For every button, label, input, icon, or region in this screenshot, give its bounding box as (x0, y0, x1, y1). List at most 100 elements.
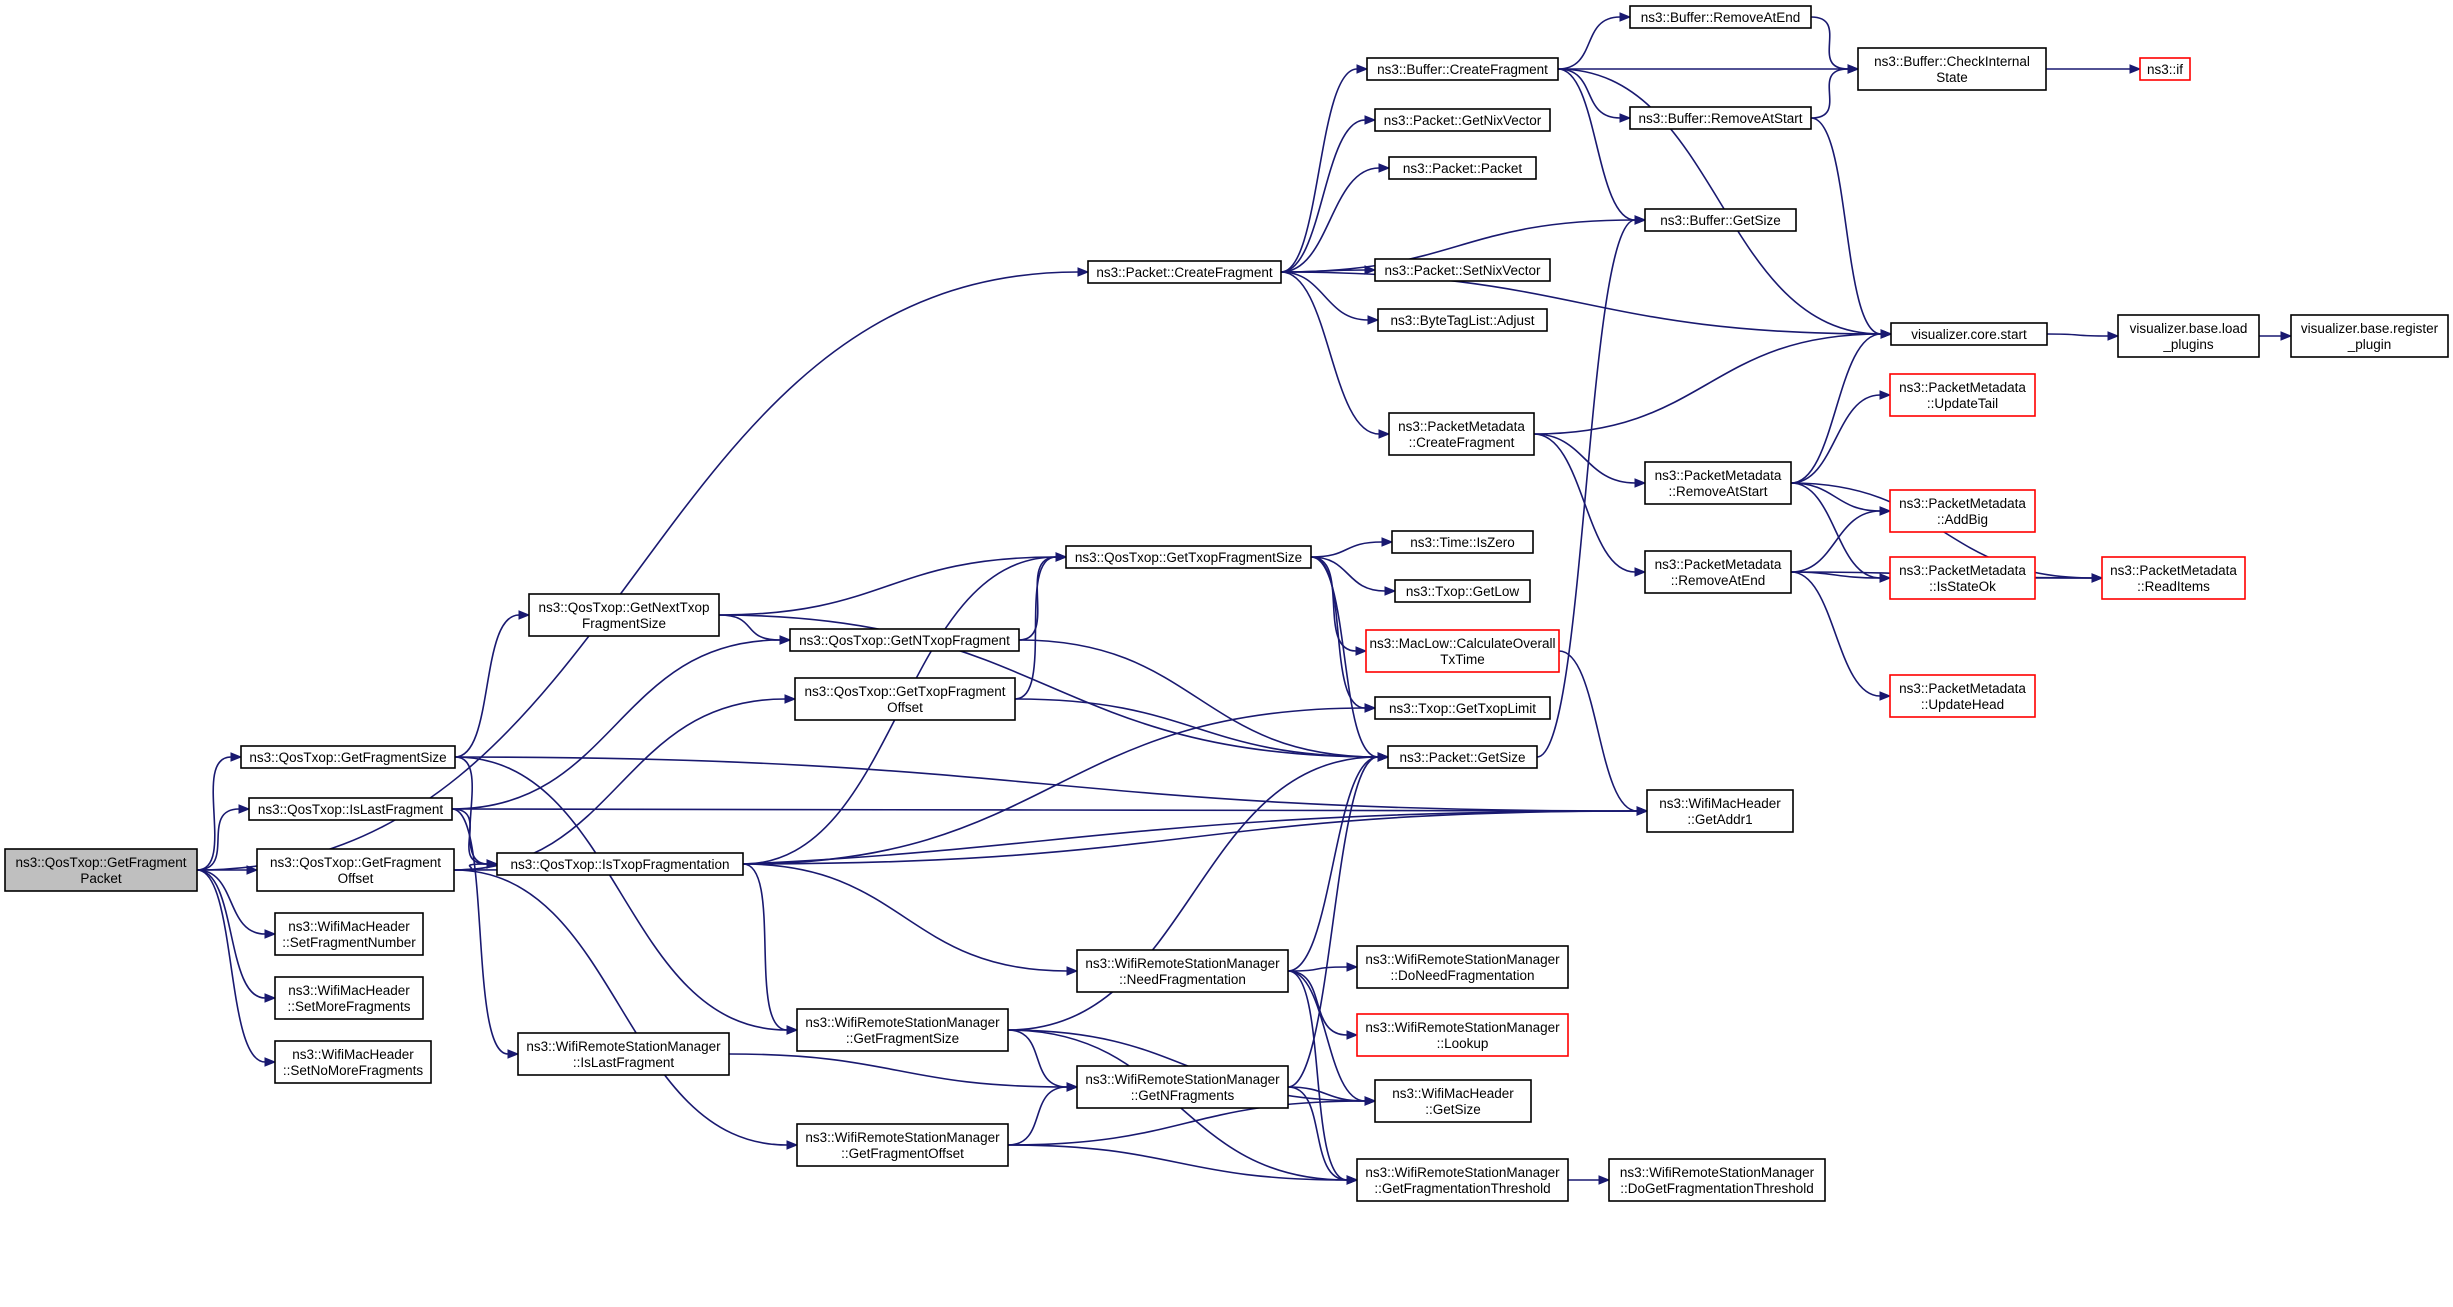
node-packetGetNixVector[interactable]: ns3::Packet::GetNixVector (1374, 108, 1551, 132)
edge-arrowhead (264, 1057, 277, 1067)
node-isTxopFragmentation[interactable]: ns3::QosTxop::IsTxopFragmentation (496, 852, 744, 876)
node-wrsmGetFragThreshold[interactable]: ns3::WifiRemoteStationManager::GetFragme… (1356, 1158, 1569, 1202)
node-bufferCreateFragment[interactable]: ns3::Buffer::CreateFragment (1366, 57, 1559, 81)
node-getTxopFragmentSize[interactable]: ns3::QosTxop::GetTxopFragmentSize (1065, 545, 1312, 569)
edge-line (1287, 966, 1348, 972)
node-wrsmGetFragmentOffset[interactable]: ns3::WifiRemoteStationManager::GetFragme… (796, 1123, 1009, 1167)
node-pmRemoveAtStart[interactable]: ns3::PacketMetadata::RemoveAtStart (1644, 461, 1792, 505)
node-label: ns3::QosTxop::IsTxopFragmentation (510, 857, 729, 872)
node-wrsmDoGetFragThreshold[interactable]: ns3::WifiRemoteStationManager::DoGetFrag… (1608, 1158, 1826, 1202)
edge-arrowhead (1066, 966, 1079, 976)
node-txopGetLow[interactable]: ns3::Txop::GetLow (1394, 579, 1531, 603)
node-label: ns3::if (2147, 62, 2183, 77)
node-setNoMoreFragments[interactable]: ns3::WifiMacHeader::SetNoMoreFragments (274, 1040, 432, 1084)
node-packetPacket[interactable]: ns3::Packet::Packet (1388, 156, 1537, 180)
node-wrsmGetNFragments[interactable]: ns3::WifiRemoteStationManager::GetNFragm… (1076, 1065, 1289, 1109)
node-setMoreFragments[interactable]: ns3::WifiMacHeader::SetMoreFragments (274, 976, 424, 1020)
node-label: ns3::Buffer::CreateFragment (1377, 62, 1548, 77)
edge-root-to-packetCreateFragment (196, 267, 1090, 871)
edge-arrowhead (1879, 691, 1892, 701)
node-isLastFragment[interactable]: ns3::QosTxop::IsLastFragment (248, 797, 453, 821)
edge-root-to-getFragmentOffset (197, 865, 259, 875)
node-box (1366, 57, 1559, 81)
edge-isTxopFragmentation-to-wrsmNeedFragmentation (742, 863, 1079, 976)
node-getFragmentSize[interactable]: ns3::QosTxop::GetFragmentSize (240, 745, 456, 769)
node-wrsmLookup[interactable]: ns3::WifiRemoteStationManager::Lookup (1356, 1013, 1569, 1057)
node-label: ns3::WifiMacHeader (288, 919, 410, 934)
node-visualizerCoreStart[interactable]: visualizer.core.start (1890, 322, 2048, 346)
node-wrsmDoNeedFragmentation[interactable]: ns3::WifiRemoteStationManager::DoNeedFra… (1356, 945, 1569, 989)
node-packetCreateFragment[interactable]: ns3::Packet::CreateFragment (1087, 260, 1282, 284)
node-wifiMacHeaderGetAddr1[interactable]: ns3::WifiMacHeader::GetAddr1 (1646, 789, 1794, 833)
edge-line (1310, 556, 1386, 592)
edge-packetCreateFragment-to-byteTagListAdjust (1280, 271, 1380, 325)
edge-line (196, 808, 240, 871)
node-label: ns3::Txop::GetTxopLimit (1389, 701, 1536, 716)
edge-arrowhead (1879, 573, 1892, 583)
node-timeIsZero[interactable]: ns3::Time::IsZero (1391, 530, 1534, 554)
node-label: ns3::Packet::CreateFragment (1096, 265, 1273, 280)
node-box (274, 912, 424, 956)
edge-line (1790, 510, 1881, 573)
edge-line (1280, 167, 1380, 273)
edge-arrowhead (2091, 573, 2104, 583)
node-box (1377, 308, 1548, 332)
node-pmUpdateHead[interactable]: ns3::PacketMetadata::UpdateHead (1889, 674, 2036, 718)
node-wifiMacHeaderGetSize[interactable]: ns3::WifiMacHeader::GetSize (1374, 1079, 1532, 1123)
node-label: ns3::Packet::GetNixVector (1384, 113, 1542, 128)
edge-arrowhead (1598, 1175, 1611, 1185)
node-pmReadItems[interactable]: ns3::PacketMetadata::ReadItems (2101, 556, 2246, 600)
node-bufferRemoveAtEnd[interactable]: ns3::Buffer::RemoveAtEnd (1629, 5, 1812, 29)
edge-root-to-getFragmentSize (196, 752, 243, 871)
node-box (1608, 1158, 1826, 1202)
node-ns3if[interactable]: ns3::if (2139, 57, 2191, 81)
node-box (496, 852, 744, 876)
node-wrsmGetFragmentSize[interactable]: ns3::WifiRemoteStationManager::GetFragme… (796, 1008, 1009, 1052)
node-box (1629, 5, 1812, 29)
node-label: ns3::QosTxop::IsLastFragment (258, 802, 444, 817)
node-label: ::GetAddr1 (1687, 812, 1752, 827)
node-label: ns3::Buffer::CheckInternal (1874, 54, 2030, 69)
edge-getTxopFragmentOffset-to-getTxopFragmentSize (1014, 552, 1068, 700)
node-box (1890, 322, 2048, 346)
edge-line (196, 869, 266, 999)
node-pmCreateFragment[interactable]: ns3::PacketMetadata::CreateFragment (1388, 412, 1535, 456)
edge-arrowhead (1880, 329, 1893, 339)
node-setFragmentNumber[interactable]: ns3::WifiMacHeader::SetFragmentNumber (274, 912, 424, 956)
node-wrsmIsLastFragment[interactable]: ns3::WifiRemoteStationManager::IsLastFra… (517, 1032, 730, 1076)
edge-bufferCreateFragment-to-bufferRemoveAtEnd (1557, 12, 1632, 70)
node-byteTagListAdjust[interactable]: ns3::ByteTagList::Adjust (1377, 308, 1548, 332)
node-box (1889, 373, 2036, 417)
node-box (1076, 949, 1289, 993)
node-wrsmNeedFragmentation[interactable]: ns3::WifiRemoteStationManager::NeedFragm… (1076, 949, 1289, 993)
node-pmRemoveAtEnd[interactable]: ns3::PacketMetadata::RemoveAtEnd (1644, 550, 1792, 594)
node-getFragmentOffset[interactable]: ns3::QosTxop::GetFragmentOffset (256, 848, 455, 892)
edge-arrowhead (1847, 64, 1860, 74)
edge-line (1557, 68, 1621, 119)
node-packetSetNixVector[interactable]: ns3::Packet::SetNixVector (1374, 258, 1551, 282)
node-box (1365, 629, 1560, 673)
node-label: ns3::MacLow::CalculateOverall (1369, 636, 1555, 651)
node-packetGetSize[interactable]: ns3::Packet::GetSize (1387, 745, 1538, 769)
node-label: ::GetFragmentationThreshold (1374, 1181, 1550, 1196)
node-bufferGetSize[interactable]: ns3::Buffer::GetSize (1644, 208, 1797, 232)
node-pmUpdateTail[interactable]: ns3::PacketMetadata::UpdateTail (1889, 373, 2036, 417)
node-bufferRemoveAtStart[interactable]: ns3::Buffer::RemoveAtStart (1629, 106, 1812, 130)
node-visualizerLoadPlugins[interactable]: visualizer.base.load_plugins (2117, 314, 2260, 358)
node-getNTxopFragment[interactable]: ns3::QosTxop::GetNTxopFragment (789, 628, 1020, 652)
edge-arrowhead (1346, 962, 1359, 972)
node-visualizerRegisterPlugin[interactable]: visualizer.base.register_plugin (2290, 314, 2449, 358)
edge-arrowhead (1356, 64, 1369, 74)
node-label: ns3::QosTxop::GetNTxopFragment (799, 633, 1010, 648)
node-txopGetTxopLimit[interactable]: ns3::Txop::GetTxopLimit (1374, 696, 1551, 720)
node-pmAddBig[interactable]: ns3::PacketMetadata::AddBig (1889, 489, 2036, 533)
edge-arrowhead (1355, 646, 1368, 656)
edge-visualizerCoreStart-to-visualizerLoadPlugins (2046, 331, 2120, 341)
node-pmIsStateOk[interactable]: ns3::PacketMetadata::IsStateOk (1889, 556, 2036, 600)
node-label: _plugins (2162, 337, 2214, 352)
